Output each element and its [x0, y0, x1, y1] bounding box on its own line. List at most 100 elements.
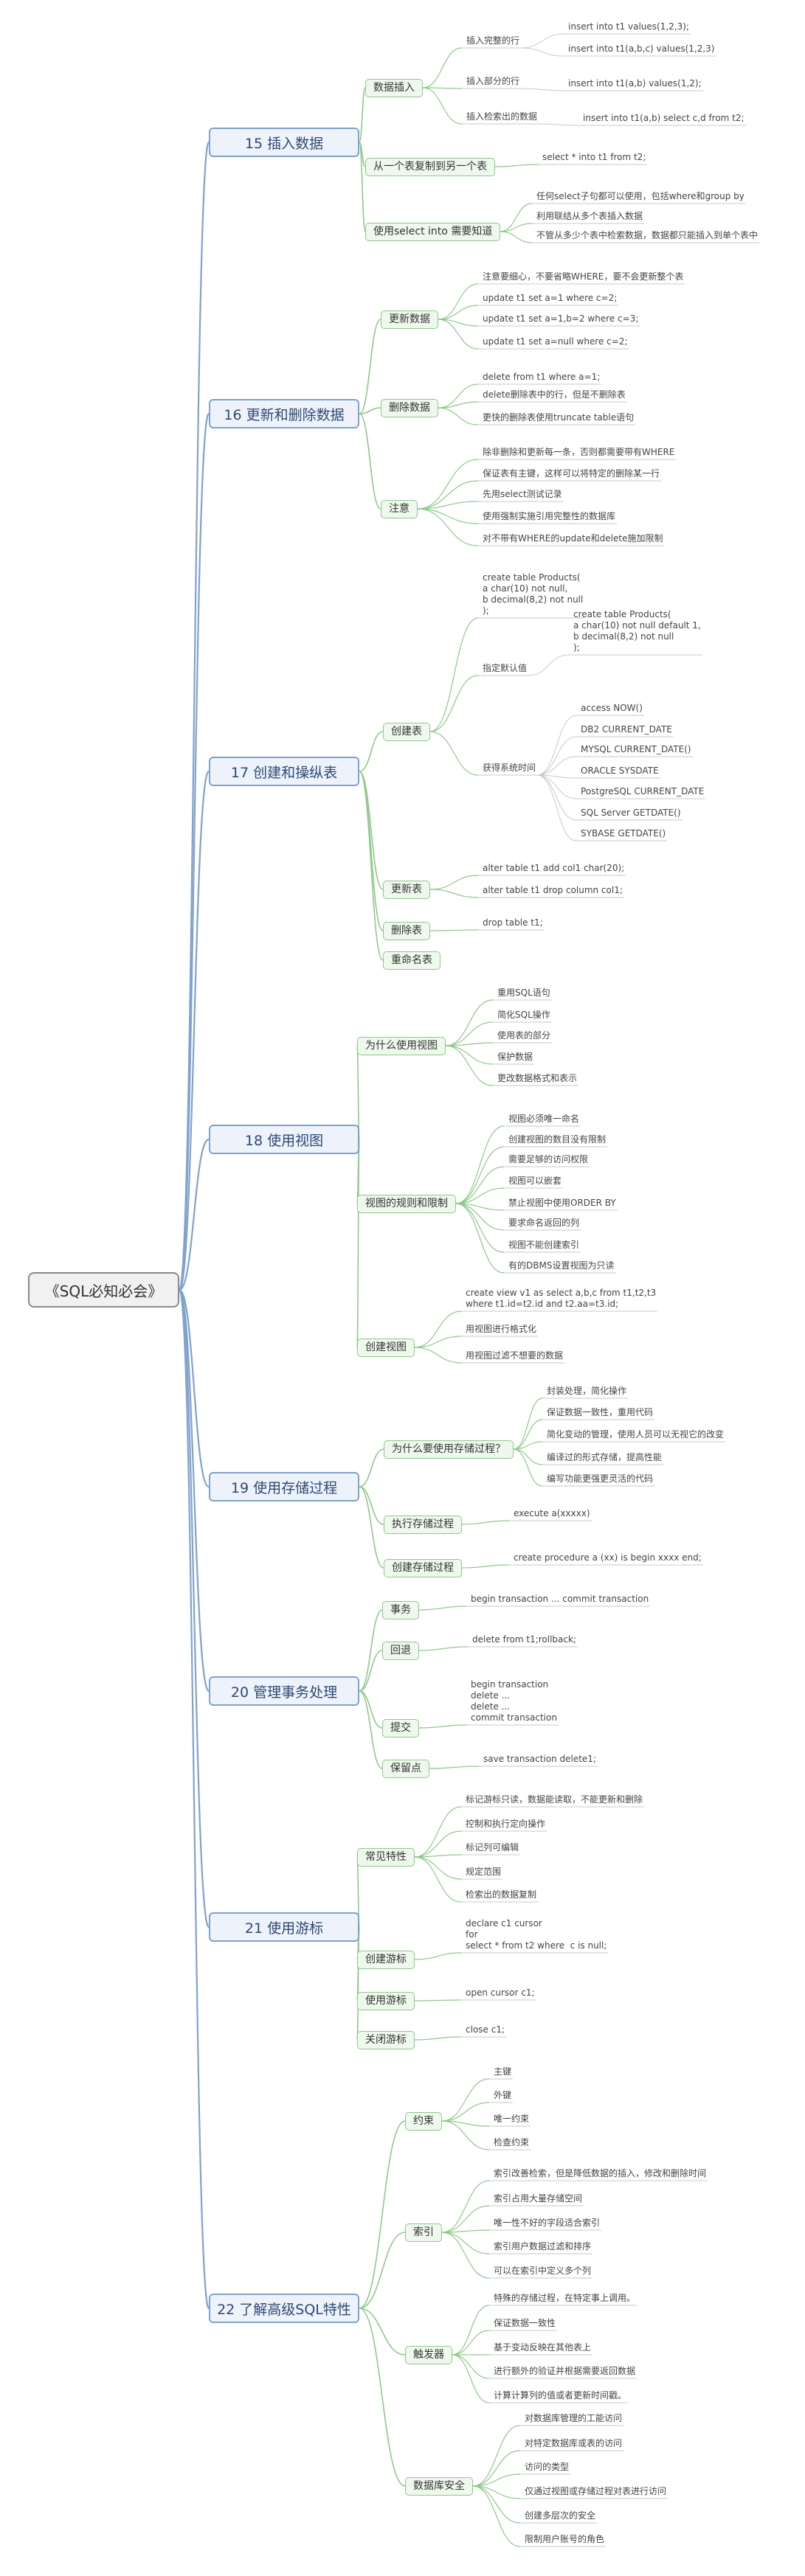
section-node[interactable]: 删除数据 — [381, 399, 438, 417]
leaf-text[interactable]: 简化SQL操作 — [497, 1010, 550, 1020]
chapter-node[interactable]: 18 使用视图 — [209, 1125, 359, 1154]
leaf-text[interactable]: 使用强制实施引用完整性的数据库 — [483, 511, 616, 521]
section-node[interactable]: 创建视图 — [357, 1339, 415, 1357]
leaf-text[interactable]: 仅通过视图或存储过程对表进行访问 — [525, 2486, 667, 2496]
leaf-text[interactable]: insert into t1(a,b) select c,d from t2; — [583, 113, 744, 123]
leaf-text[interactable]: 检查约束 — [494, 2137, 530, 2148]
leaf-text[interactable]: SYBASE GETDATE() — [581, 828, 666, 839]
leaf-text[interactable]: 不管从多少个表中检索数据，数据都只能插入到单个表中 — [536, 230, 759, 240]
leaf-text[interactable]: drop table t1; — [483, 917, 543, 928]
leaf-text[interactable]: 唯一约束 — [494, 2114, 530, 2124]
leaf-text[interactable]: PostgreSQL CURRENT_DATE — [581, 786, 705, 796]
leaf-text[interactable]: 获得系统时间 — [483, 763, 536, 773]
leaf-text[interactable]: 控制和执行定向操作 — [466, 1819, 546, 1829]
section-node[interactable]: 创建表 — [383, 723, 430, 741]
section-node[interactable]: 更新数据 — [381, 310, 438, 329]
leaf-text[interactable]: 保证数据一致性 — [494, 2318, 556, 2328]
section-node[interactable]: 视图的规则和限制 — [357, 1195, 456, 1213]
leaf-text[interactable]: delete删除表中的行，但是不删除表 — [483, 389, 626, 400]
leaf-text[interactable]: 重用SQL语句 — [497, 987, 550, 998]
leaf-text[interactable]: create procedure a (xx) is begin xxxx en… — [514, 1552, 702, 1563]
section-node[interactable]: 创建存储过程 — [384, 1559, 462, 1577]
chapter-node[interactable]: 19 使用存储过程 — [209, 1472, 359, 1501]
chapter-node[interactable]: 16 更新和删除数据 — [209, 399, 359, 428]
section-node[interactable]: 关闭游标 — [357, 2031, 415, 2049]
section-node[interactable]: 索引 — [405, 2223, 442, 2242]
section-node[interactable]: 使用游标 — [357, 1992, 415, 2010]
section-node[interactable]: 执行存储过程 — [384, 1516, 462, 1534]
leaf-text[interactable]: 编写功能更强更灵活的代码 — [547, 1473, 654, 1484]
leaf-text[interactable]: save transaction delete1; — [483, 1754, 596, 1764]
leaf-text[interactable]: 更改数据格式和表示 — [497, 1073, 578, 1083]
leaf-text[interactable]: SQL Server GETDATE() — [581, 808, 681, 818]
section-node[interactable]: 回退 — [382, 1642, 419, 1660]
leaf-text[interactable]: insert into t1(a,b,c) values(1,2,3) — [568, 44, 715, 54]
leaf-text[interactable]: create table Products( a char(10) not nu… — [483, 572, 584, 616]
leaf-text[interactable]: 保证数据一致性，重用代码 — [547, 1407, 654, 1417]
leaf-text[interactable]: 插入部分的行 — [466, 76, 520, 86]
leaf-text[interactable]: 创建视图的数目没有限制 — [508, 1134, 607, 1145]
leaf-text[interactable]: 视图必须唯一命名 — [508, 1114, 580, 1124]
leaf-text[interactable]: 唯一性不好的字段适合索引 — [494, 2218, 601, 2228]
leaf-text[interactable]: 指定默认值 — [483, 663, 528, 673]
leaf-text[interactable]: 插入完整的行 — [466, 35, 520, 46]
section-node[interactable]: 约束 — [405, 2112, 442, 2131]
leaf-text[interactable]: declare c1 cursor for select * from t2 w… — [466, 1918, 607, 1951]
chapter-node[interactable]: 22 了解高级SQL特性 — [209, 2294, 359, 2323]
leaf-text[interactable]: 索引占用大量存储空间 — [494, 2193, 583, 2204]
leaf-text[interactable]: 更快的删除表使用truncate table语句 — [483, 412, 635, 423]
leaf-text[interactable]: close c1; — [466, 2024, 505, 2035]
leaf-text[interactable]: 限制用户账号的角色 — [525, 2534, 605, 2544]
section-node[interactable]: 删除表 — [383, 922, 430, 940]
leaf-text[interactable]: 除非删除和更新每一条，否则都需要带有WHERE — [483, 447, 675, 457]
leaf-text[interactable]: 有的DBMS设置视图为只读 — [508, 1260, 615, 1271]
leaf-text[interactable]: 进行额外的验证并根据需要返回数据 — [494, 2366, 636, 2376]
leaf-text[interactable]: 封装处理，简化操作 — [547, 1386, 627, 1396]
chapter-node[interactable]: 20 管理事务处理 — [209, 1676, 359, 1706]
leaf-text[interactable]: 对数据库管理的工能访问 — [525, 2413, 623, 2423]
leaf-text[interactable]: DB2 CURRENT_DATE — [581, 724, 672, 735]
leaf-text[interactable]: create table Products( a char(10) not nu… — [573, 609, 701, 653]
leaf-text[interactable]: 特殊的存储过程，在特定事上调用。 — [494, 2293, 636, 2303]
leaf-text[interactable]: access NOW() — [581, 703, 643, 713]
leaf-text[interactable]: 计算计算列的值或者更新时间戳。 — [494, 2390, 627, 2400]
leaf-text[interactable]: 基于变动反映在其他表上 — [494, 2342, 592, 2353]
section-node[interactable]: 常见特性 — [357, 1848, 415, 1867]
section-node[interactable]: 事务 — [382, 1601, 419, 1619]
leaf-text[interactable]: 对特定数据库或表的访问 — [525, 2438, 623, 2448]
section-node[interactable]: 为什么要使用存储过程？ — [384, 1440, 514, 1459]
section-node[interactable]: 注意 — [381, 500, 418, 518]
leaf-text[interactable]: 禁止视图中使用ORDER BY — [508, 1198, 616, 1208]
leaf-text[interactable]: create view v1 as select a,b,c from t1,t… — [466, 1288, 657, 1309]
leaf-text[interactable]: 索引用户数据过滤和排序 — [494, 2241, 592, 2252]
section-node[interactable]: 保留点 — [382, 1760, 429, 1778]
leaf-text[interactable]: 规定范围 — [466, 1867, 502, 1877]
section-node[interactable]: 提交 — [382, 1719, 419, 1737]
chapter-node[interactable]: 17 创建和操纵表 — [209, 757, 359, 786]
leaf-text[interactable]: 注意要细心，不要省略WHERE，要不会更新整个表 — [483, 271, 684, 282]
leaf-text[interactable]: 保证表有主键，这样可以将特定的删除某一行 — [483, 468, 660, 479]
leaf-text[interactable]: insert into t1(a,b) values(1,2); — [568, 78, 702, 88]
leaf-text[interactable]: 标记游标只读，数据能读取，不能更新和删除 — [466, 1794, 643, 1805]
leaf-text[interactable]: MYSQL CURRENT_DATE() — [581, 744, 691, 754]
leaf-text[interactable]: execute a(xxxxx) — [514, 1508, 590, 1518]
leaf-text[interactable]: alter table t1 add col1 char(20); — [483, 863, 625, 873]
chapter-node[interactable]: 21 使用游标 — [209, 1912, 359, 1942]
leaf-text[interactable]: 用视图进行格式化 — [466, 1324, 537, 1334]
section-node[interactable]: 重命名表 — [383, 951, 440, 970]
leaf-text[interactable]: 任何select子句都可以使用，包括where和group by — [536, 191, 744, 201]
leaf-text[interactable]: 简化变动的管理，使用人员可以无视它的改变 — [547, 1429, 725, 1440]
leaf-text[interactable]: 外键 — [494, 2090, 512, 2100]
leaf-text[interactable]: ORACLE SYSDATE — [581, 765, 659, 776]
section-node[interactable]: 使用select into 需要知道 — [365, 223, 501, 241]
leaf-text[interactable]: 插入检索出的数据 — [466, 111, 538, 122]
leaf-text[interactable]: 用视图过滤不想要的数据 — [466, 1350, 564, 1361]
section-node[interactable]: 从一个表复制到另一个表 — [365, 158, 495, 176]
leaf-text[interactable]: 先用select测试记录 — [483, 489, 562, 499]
section-node[interactable]: 为什么使用视图 — [357, 1037, 446, 1055]
section-node[interactable]: 数据插入 — [365, 79, 423, 97]
leaf-text[interactable]: 利用联结从多个表插入数据 — [536, 211, 643, 221]
leaf-text[interactable]: select * into t1 from t2; — [542, 152, 646, 162]
leaf-text[interactable]: 索引改善检索，但是降低数据的插入，修改和删除时间 — [494, 2168, 707, 2179]
leaf-text[interactable]: 可以在索引中定义多个列 — [494, 2266, 592, 2276]
